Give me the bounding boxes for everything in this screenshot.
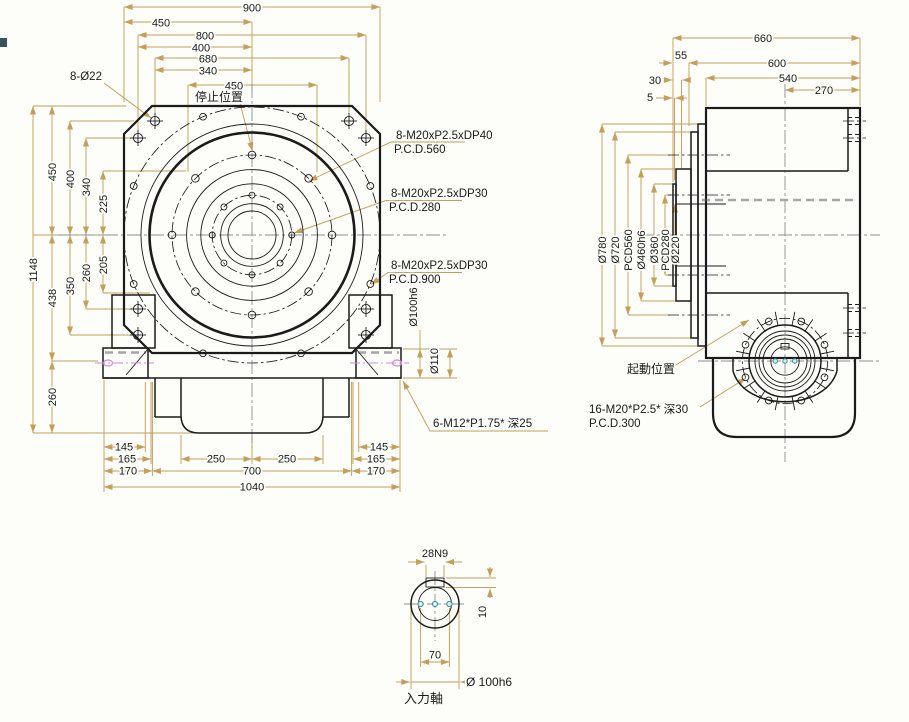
dim-600: 600	[768, 58, 786, 70]
side-body-details	[702, 108, 866, 358]
callout-tapped-m12: 6-M12*P1.75* 深25	[433, 416, 532, 430]
side-flange-steps	[668, 123, 730, 347]
bottom-view-labels: 28N9 10 70 Ø 100h6 入力軸	[402, 546, 514, 708]
side-centerlines	[640, 84, 880, 462]
dim-keyway-28n9: 28N9	[422, 548, 448, 560]
dim-dia720: Ø720	[610, 237, 622, 264]
dim-900: 900	[243, 3, 261, 15]
label-stop-position: 停止位置	[195, 89, 243, 104]
dim-450-stop: 450	[225, 81, 243, 93]
dim-400-left: 400	[65, 170, 77, 188]
dim-438: 438	[47, 289, 59, 307]
dim-55: 55	[675, 50, 687, 62]
dim-key-depth-10: 10	[477, 606, 489, 618]
side-bottom-housing	[711, 358, 857, 439]
screen-artifact	[0, 38, 7, 47]
callout-tapped-m20-line1: 16-M20*P2.5* 深30	[589, 402, 688, 416]
dim-165-right: 165	[367, 454, 385, 466]
dim-30: 30	[649, 75, 661, 87]
dim-270: 270	[815, 85, 833, 97]
dim-1148: 1148	[28, 258, 40, 282]
bottom-view	[396, 559, 496, 689]
dim-700: 700	[243, 466, 261, 478]
dim-350: 350	[65, 277, 77, 295]
caption-input-shaft: 入力軸	[404, 691, 443, 706]
callout-pcd280-line2: P.C.D.280	[389, 202, 441, 214]
front-feet-and-base	[95, 294, 409, 434]
front-plate-outline	[122, 104, 382, 355]
side-input-shaft	[735, 311, 835, 411]
dim-660: 660	[754, 33, 772, 45]
front-corner-holes	[130, 113, 374, 343]
front-dimension-lines	[30, 4, 548, 492]
dim-5: 5	[647, 92, 653, 104]
bottom-keyway	[425, 577, 445, 588]
dim-170-right: 170	[367, 466, 385, 478]
dim-340-left: 340	[81, 178, 93, 196]
dim-540: 540	[779, 73, 797, 85]
dim-dia360: Ø360	[649, 237, 661, 264]
dim-450-top: 450	[152, 18, 170, 30]
dim-145-left: 145	[115, 442, 133, 454]
callout-pcd560-line2: P.C.D.560	[394, 144, 446, 156]
dim-170-left: 170	[119, 466, 137, 478]
front-bolt-holes-pcd900	[129, 112, 375, 358]
side-view-labels: 660 55 600 540 30 5 270 Ø780 Ø720 PCD560…	[587, 31, 835, 432]
dim-1040: 1040	[240, 482, 264, 494]
dim-250-a: 250	[207, 454, 225, 466]
label-start-position: 起動位置	[627, 361, 675, 376]
side-view	[640, 84, 880, 462]
dim-shaft-dia: Ø100h6	[408, 287, 420, 326]
dim-165-left: 165	[118, 454, 136, 466]
side-screw-symbols	[843, 117, 866, 337]
dim-shaft-dia-100h6: Ø 100h6	[466, 675, 512, 689]
side-bolt-ticks	[735, 311, 835, 411]
dim-145-right: 145	[370, 442, 388, 454]
dim-260-base: 260	[47, 388, 59, 406]
dim-dia460h6: Ø460h6	[636, 230, 648, 269]
bottom-dimension-lines	[396, 559, 496, 689]
dim-pcd560: PCD560	[623, 229, 635, 271]
callout-pcd900-line1: 8-M20xP2.5xDP30	[391, 260, 488, 272]
dim-680: 680	[199, 54, 217, 66]
bottom-shaft-outline	[410, 579, 460, 629]
dim-dia220: Ø220	[670, 237, 682, 264]
callout-pcd900-line2: P.C.D.900	[389, 274, 441, 286]
dim-bore-dia: Ø110	[429, 348, 441, 374]
side-bolt-holes-pcd300	[741, 317, 829, 405]
front-view-labels: 900 450 800 400 680 340 450 450 400 340 …	[26, 1, 534, 496]
dim-800: 800	[196, 31, 214, 43]
front-view	[58, 84, 448, 448]
callout-pcd560-line1: 8-M20xP2.5xDP40	[396, 130, 493, 142]
bottom-holes	[417, 600, 453, 608]
dim-dia780: Ø780	[597, 237, 609, 264]
dim-340-top: 340	[199, 66, 217, 78]
dim-205: 205	[98, 256, 110, 274]
dim-400-top: 400	[192, 43, 210, 55]
callout-pcd280-line1: 8-M20xP2.5xDP30	[391, 188, 488, 200]
front-bolt-holes-pcd280	[208, 191, 296, 279]
dim-450-left: 450	[47, 163, 59, 181]
front-bolt-holes-pcd560	[167, 150, 337, 320]
dim-pcd280: PCD280	[660, 229, 672, 271]
callout-corner-holes: 8-Ø22	[70, 71, 102, 83]
front-circles	[123, 106, 381, 364]
dim-hole-span-70: 70	[429, 650, 441, 662]
dim-225: 225	[98, 195, 110, 213]
dim-250-b: 250	[278, 454, 296, 466]
callout-tapped-m20-line2: P.C.D.300	[589, 418, 641, 430]
dim-260: 260	[81, 264, 93, 282]
side-body	[704, 106, 862, 360]
